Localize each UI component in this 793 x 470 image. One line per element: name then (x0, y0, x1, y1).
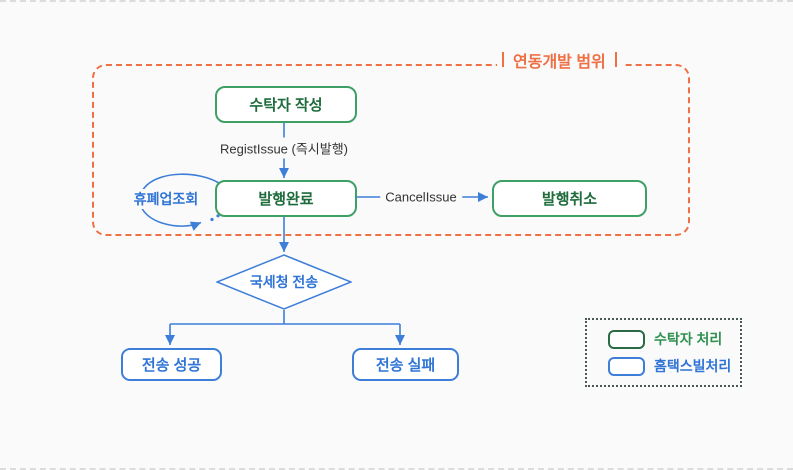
integration-scope-title: 연동개발 범위 (497, 48, 622, 71)
node-send-success-label: 전송 성공 (141, 357, 202, 374)
node-consignee-create: 수탁자 작성 (215, 86, 357, 123)
node-issue-complete-label: 발행완료 (258, 191, 314, 208)
legend: 수탁자 처리 홈택스빌처리 (585, 318, 742, 387)
node-nts-send-label: 국세청 전송 (249, 274, 319, 290)
edge-label-regist-issue: RegistIssue (즉시발행) (214, 137, 354, 159)
bracket-tick-right (614, 52, 617, 67)
node-send-fail: 전송 실패 (352, 348, 459, 381)
node-issue-cancel: 발행취소 (492, 180, 647, 217)
bracket-tick-left (502, 52, 504, 67)
edge-label-closedown-check: 휴폐업조회 (131, 189, 201, 209)
branch-line (170, 310, 400, 325)
legend-item-consignee: 수탁자 처리 (608, 329, 740, 349)
node-consignee-create-label: 수탁자 작성 (249, 97, 323, 114)
edge-label-cancel-issue: CancelIssue (380, 188, 462, 206)
node-send-fail-label: 전송 실패 (375, 357, 436, 374)
diamond-shape (214, 254, 354, 310)
integration-scope-title-text: 연동개발 범위 (513, 53, 606, 71)
legend-label-hometaxbill: 홈택스빌처리 (654, 358, 732, 374)
node-nts-send: 국세청 전송 (214, 254, 354, 310)
node-issue-cancel-label: 발행취소 (541, 191, 598, 208)
legend-item-hometaxbill: 홈택스빌처리 (608, 356, 740, 376)
legend-swatch-hometaxbill (608, 356, 645, 376)
node-issue-complete: 발행완료 (215, 180, 357, 217)
integration-scope-region (92, 64, 690, 236)
legend-swatch-consignee (608, 329, 645, 349)
legend-label-consignee: 수탁자 처리 (654, 331, 723, 347)
node-send-success: 전송 성공 (121, 348, 222, 381)
